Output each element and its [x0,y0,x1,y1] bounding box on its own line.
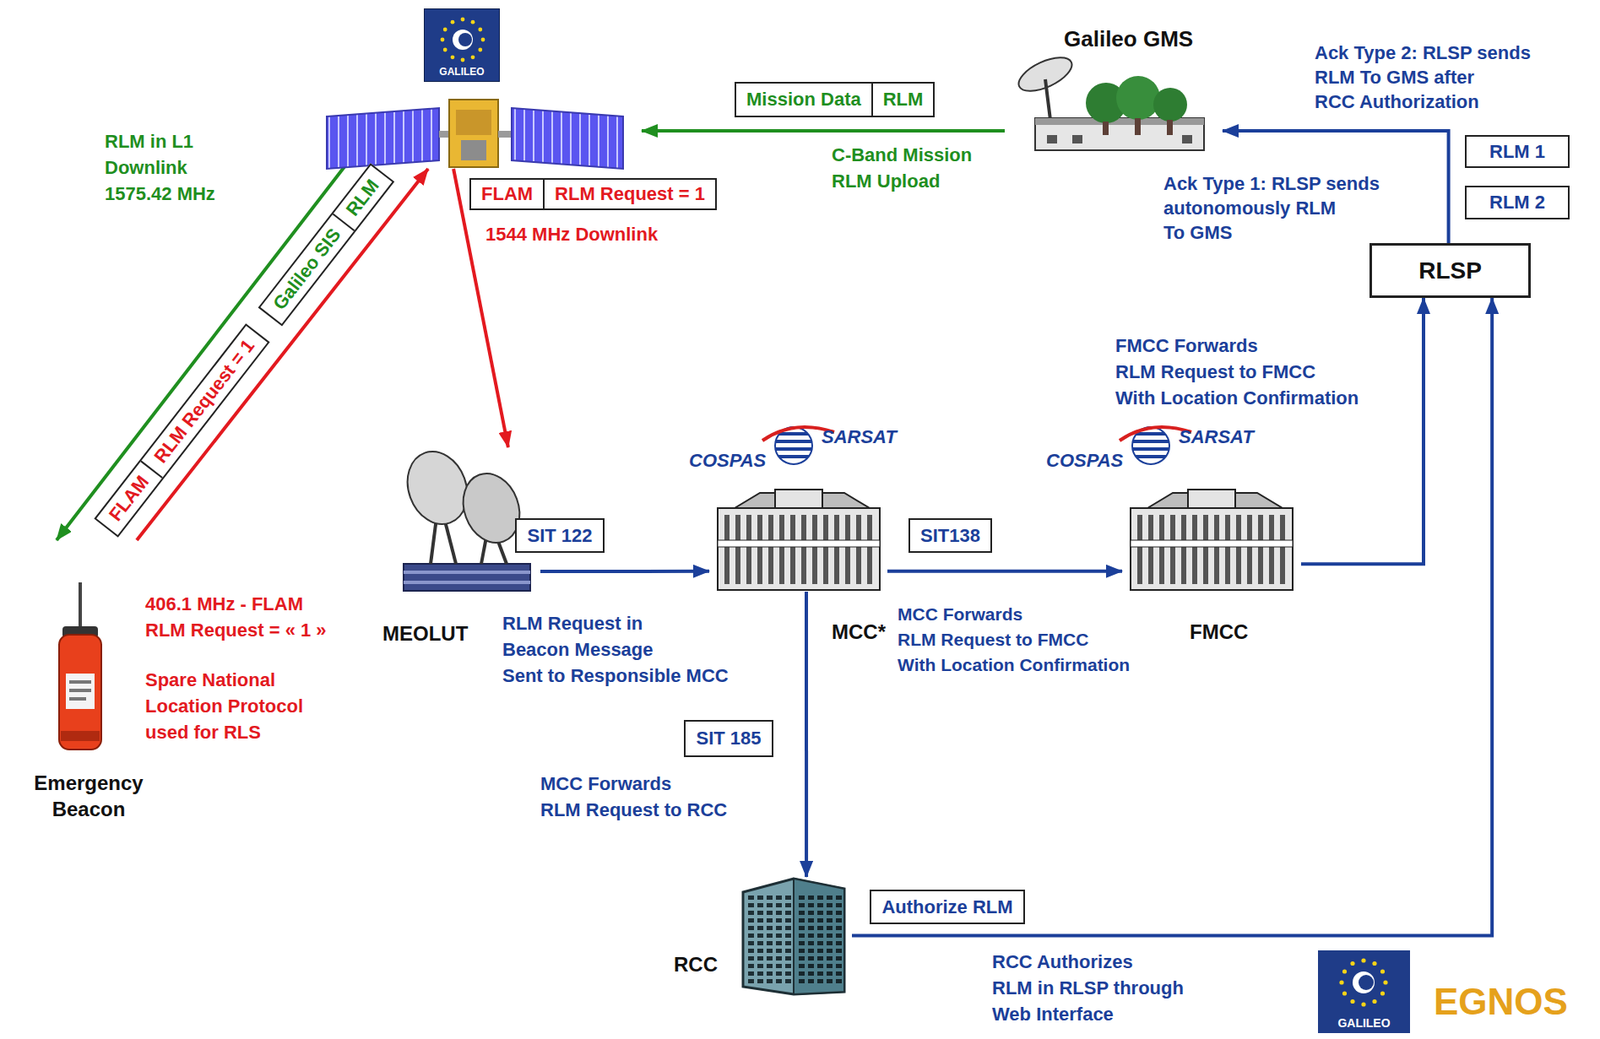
text-label: Authorize RLM [881,895,1013,920]
building-icon [1122,489,1302,592]
building-icon [709,489,889,592]
annotation: RCC Authorizes RLM in RLSP through Web I… [992,949,1184,1028]
ground-station: Galileo GMS [1004,25,1223,151]
node-label: MEOLUT [382,620,468,647]
frame-field: FLAM [471,179,543,209]
data-frame: FLAMRLM Request = 1 [469,178,717,211]
annotation: FMCC Forwards RLM Request to FMCC With L… [1115,332,1359,412]
text-label: SIT138 [920,524,981,548]
message-box: SIT 185 [683,720,774,758]
frame-field: Galileo SIS [260,214,355,324]
annotation: 406.1 MHz - FLAM RLM Request = « 1 » [145,591,327,644]
signal-arrow [453,168,509,448]
text-label: RLM 1 [1489,140,1546,164]
frame-field: FLAM [96,461,162,536]
annotation: RLM Request in Beacon Message Sent to Re… [502,610,729,689]
text-label: RLSP [1418,256,1482,286]
node-label: MCC* [831,618,886,646]
galileo-satellite: GALILEO [379,8,642,169]
annotation: C-Band Mission RLM Upload [831,141,972,195]
logo-text: SARSAT [1178,423,1254,451]
signal-arrow [540,569,710,574]
node-label: FMCC [1189,618,1248,646]
service-box: RLSP [1369,243,1531,299]
frame-field: RLM Request = 1 [542,179,716,209]
node-label: Emergency Beacon [8,770,169,823]
signal-arrow [56,120,380,541]
signal-arrow [641,129,1005,133]
data-frame: FLAMRLM Request = 1 [93,323,270,537]
text-label: RLM 2 [1489,190,1546,215]
annotation: 1544 MHz Downlink [485,221,658,248]
annotation: RLM in L1 Downlink 1575.42 MHz [104,128,216,207]
annotation: MCC Forwards RLM Request to FMCC With Lo… [897,602,1130,678]
data-frame: Mission DataRLM [734,81,935,118]
node-label: Galileo GMS [1063,25,1194,54]
node-label: GALILEO [423,64,500,81]
ground-station-icon [1004,50,1223,152]
message-box: RLM 1 [1464,135,1570,169]
logo-text: SARSAT [821,423,897,451]
annotation: Spare National Location Protocol used fo… [145,667,304,746]
logo-text: COSPAS [1046,447,1123,474]
message-box: SIT138 [908,518,993,554]
annotation: Ack Type 2: RLSP sends RLM To GMS after … [1314,40,1531,114]
message-box: Authorize RLM [869,889,1026,925]
signal-arrow [851,298,1492,937]
emergency-beacon: Emergency Beacon [8,540,169,824]
frame-field: Mission Data [736,83,872,116]
frame-field: RLM [871,83,934,116]
signal-arrow [1301,298,1424,565]
annotation: Ack Type 1: RLSP sends autonomously RLM … [1163,171,1380,245]
text-label: SIT 185 [695,726,761,751]
building-icon [734,877,852,995]
node-label: GALILEO [1317,1014,1411,1033]
rescue-centre: RCC [734,877,852,995]
node-label: RCC [673,951,718,978]
message-box: SIT 122 [515,518,605,554]
signal-arrow [136,168,429,541]
text-label: SIT 122 [526,524,592,548]
signal-arrow [887,569,1123,574]
message-box: RLM 2 [1464,185,1570,220]
control-centre: FMCC [1122,489,1302,592]
beacon-icon [50,582,127,760]
logo-text: COSPAS [688,447,766,474]
galileo-logo: GALILEO [1317,950,1411,1034]
frame-field: RLM [332,165,392,232]
annotation: MCC Forwards RLM Request to RCC [540,770,727,824]
logo-text: EGNOS [1433,979,1568,1025]
signal-arrow [804,591,809,878]
control-centre: MCC* [709,489,888,592]
